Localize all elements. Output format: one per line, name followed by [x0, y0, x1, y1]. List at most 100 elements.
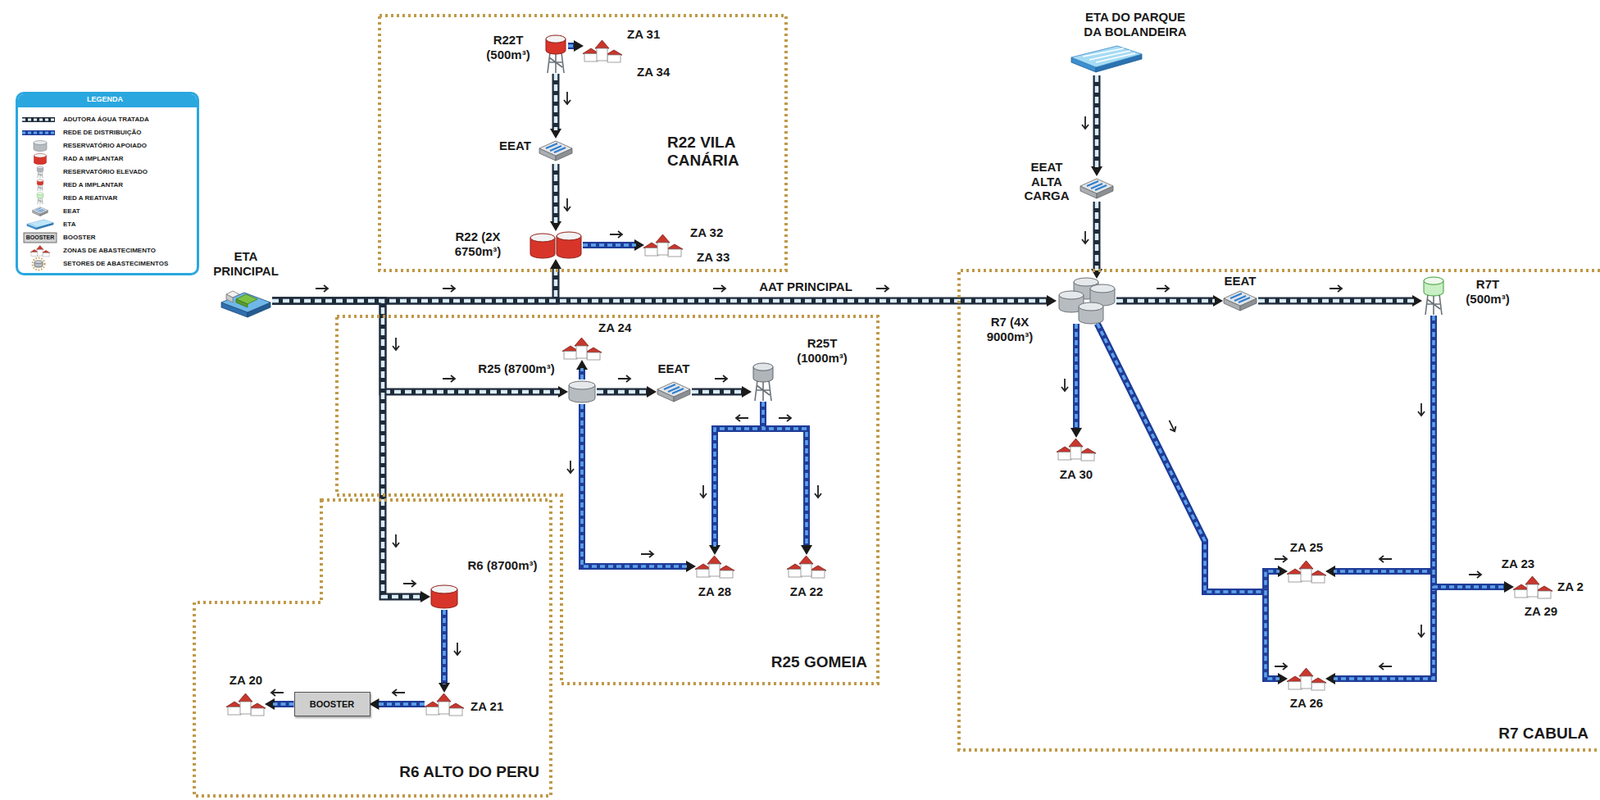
house-roof	[1309, 677, 1327, 683]
house-wall	[607, 54, 621, 63]
legend-sample	[20, 165, 59, 179]
treated-water-main	[1096, 75, 1098, 169]
house-wall	[596, 48, 608, 61]
pipe-dashes	[272, 300, 423, 597]
tower-legs	[37, 184, 43, 191]
distribution-pipe	[1097, 323, 1280, 679]
pipe-dashes	[1074, 323, 1078, 430]
icon	[1421, 276, 1446, 316]
icon	[528, 230, 583, 260]
house-wall	[1070, 446, 1082, 460]
house-roof	[238, 693, 253, 702]
legend-row: RAD A IMPLANTAR	[20, 152, 191, 166]
house-roof	[666, 244, 683, 250]
flow-arrow	[778, 414, 791, 422]
node-label: ZA 31	[625, 27, 662, 42]
icon-face	[657, 381, 691, 397]
icon-drawing	[1286, 560, 1327, 583]
pipe-dashes	[377, 702, 426, 706]
legend-row: RESERVATÓRIO ELEVADO	[20, 165, 191, 179]
treatment-plant: ETA DO PARQUE DA BOLANDEIRA	[1069, 42, 1144, 76]
icon-face	[1080, 178, 1114, 194]
booster-sample	[23, 232, 57, 243]
legend-text: RED A IMPLANTAR	[63, 181, 191, 190]
icon-drawing	[539, 140, 573, 161]
tank-top	[36, 179, 44, 182]
flow-arrow	[392, 337, 400, 350]
distribution-pipe	[1097, 323, 1280, 592]
legend-text: BOOSTER	[63, 234, 191, 242]
legend-text: RESERVATÓRIO APOIADO	[63, 142, 191, 150]
treated-water-main	[1116, 300, 1215, 302]
treated-water-main	[272, 300, 423, 597]
legend-text: SETORES DE ABASTECIMENTOS	[63, 260, 191, 269]
pipe-dashes	[1095, 201, 1100, 271]
legend-text: ZONAS DE ABASTECIMENTO	[63, 247, 191, 255]
node-label: EEAT	[656, 361, 692, 377]
legend-sample	[20, 139, 59, 153]
supply-zone: ZA 25	[1286, 559, 1327, 584]
distribution-pipe	[1076, 323, 1078, 430]
icon-drawing	[221, 290, 271, 318]
legend-sample-drawing	[36, 179, 44, 191]
icon-drawing	[1223, 290, 1257, 311]
treated-water-main	[272, 300, 560, 392]
node-label: ZA 22	[788, 584, 825, 600]
flow-arrow	[392, 689, 405, 696]
house-roof	[41, 250, 50, 254]
flow-arrow	[442, 285, 455, 292]
pipe-dash	[22, 118, 55, 122]
sector-name: R6 ALTO DO PERU	[397, 763, 541, 782]
node-label: ETA DO PARQUE DA BOLANDEIRA	[1078, 9, 1193, 39]
booster-box: BOOSTER	[294, 691, 371, 717]
house-wall	[1527, 584, 1538, 597]
pump-pipes	[1230, 293, 1250, 303]
flow-arrow	[1329, 285, 1342, 292]
pipe-outline	[272, 300, 560, 392]
treated-water-main	[555, 163, 557, 223]
house-roof	[1299, 668, 1314, 677]
legend-sample	[20, 204, 59, 219]
node-label: ZA 20	[227, 672, 264, 688]
legend-sample-drawing	[36, 166, 44, 178]
house-wall	[240, 701, 251, 714]
house-roof	[655, 234, 670, 243]
pool-stripes	[1082, 48, 1136, 63]
pipe-outline	[1258, 297, 1414, 305]
distribution-pipe	[568, 45, 576, 47]
node-label: EEAT	[1222, 273, 1259, 289]
icon	[424, 691, 464, 717]
elevated-reservoir: R22T (500m³)	[543, 34, 569, 74]
tank-top	[1423, 277, 1444, 285]
pipe-dashes	[554, 73, 559, 131]
distribution-pipe	[1333, 315, 1434, 572]
house-roof	[1536, 586, 1553, 591]
house-roof	[595, 40, 610, 49]
legend-sample-drawing	[22, 132, 55, 134]
supply-zone: ZA 31ZA 34	[582, 38, 623, 64]
treatment-plant: ETA PRINCIPAL	[219, 282, 273, 319]
icon	[1055, 277, 1117, 324]
house-roof	[1525, 576, 1540, 585]
legend-sample-drawing	[30, 245, 50, 258]
legend-sample	[20, 191, 59, 205]
node-label: R25 (8700m³)	[473, 361, 560, 377]
icon	[429, 583, 460, 610]
sector-outline	[959, 270, 1600, 750]
node-label: ZA 23	[1500, 556, 1537, 572]
house-wall	[250, 708, 264, 716]
tower-legs	[754, 380, 772, 401]
tank-top	[36, 166, 44, 169]
icon	[543, 34, 569, 74]
house-wall	[449, 708, 463, 716]
tank-top	[34, 153, 47, 158]
pipe-dashes	[1097, 323, 1280, 679]
house-wall	[645, 247, 659, 256]
legend-row: EEAT	[20, 204, 191, 219]
flow-arrow	[271, 689, 284, 696]
icon-drawing	[1286, 668, 1327, 691]
node-label: ZA 29	[1522, 604, 1560, 619]
pipe-outline	[552, 163, 560, 223]
icon-face	[236, 299, 248, 308]
